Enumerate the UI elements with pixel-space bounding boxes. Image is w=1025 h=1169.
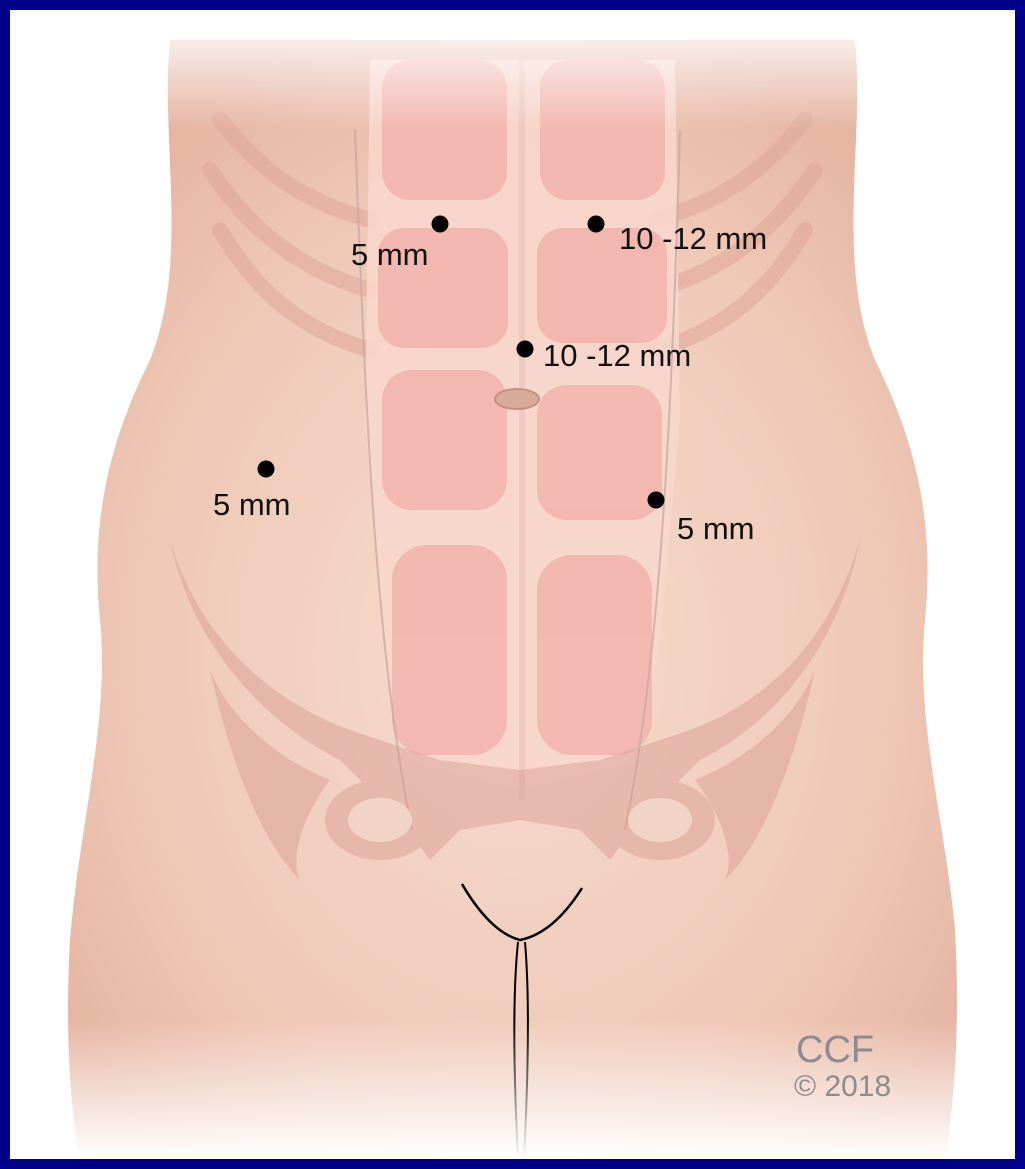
port-label-upper-right: 10 -12 mm: [619, 221, 767, 256]
credit-copyright: © 2018: [794, 1070, 891, 1103]
top-fade: [10, 10, 1015, 130]
port-label-umbilical: 10 -12 mm: [543, 338, 691, 373]
port-dot-upper-left: [432, 216, 449, 233]
umbilicus: [495, 389, 539, 409]
port-dot-lower-left: [258, 461, 275, 478]
port-label-lower-left: 5 mm: [213, 487, 291, 522]
port-dot-upper-right: [588, 216, 605, 233]
credit-org: CCF: [796, 1029, 874, 1071]
port-label-lower-right: 5 mm: [677, 511, 755, 546]
port-label-upper-left: 5 mm: [351, 237, 429, 272]
port-dot-umbilical: [517, 341, 534, 358]
port-dot-lower-right: [648, 492, 665, 509]
